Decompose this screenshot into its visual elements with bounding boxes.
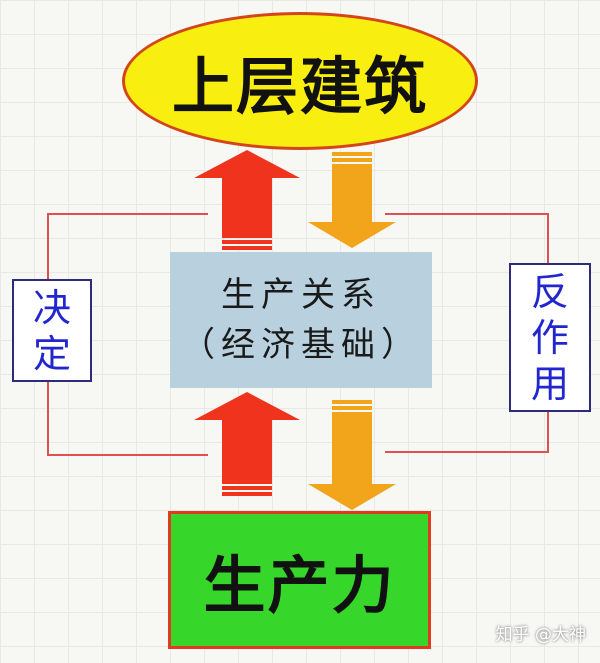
reaction-label-box: 反 作 用: [509, 263, 591, 412]
upper-down-arrow: [308, 152, 396, 248]
watermark: 知乎 @大神: [495, 625, 586, 645]
productive-forces-box: 生产力: [168, 511, 431, 649]
determines-label-box: 决 定: [12, 279, 92, 382]
economic-base-label: （经济基础）: [181, 325, 421, 365]
reaction-char: 作: [530, 315, 569, 360]
relations-of-production-box: 生产关系 （经济基础）: [170, 252, 432, 388]
reaction-char: 反: [530, 269, 569, 314]
determines-char: 决: [32, 285, 71, 330]
lower-up-arrow: [194, 392, 300, 496]
relations-label: 生产关系: [221, 275, 381, 315]
upper-up-arrow: [194, 150, 300, 250]
lower-down-arrow: [308, 400, 396, 510]
superstructure-label: 上层建筑: [171, 50, 428, 123]
determines-char: 定: [32, 331, 71, 376]
superstructure-ellipse: 上层建筑: [122, 12, 478, 150]
productive-forces-label: 生产力: [203, 549, 396, 622]
reaction-char: 用: [530, 361, 569, 406]
